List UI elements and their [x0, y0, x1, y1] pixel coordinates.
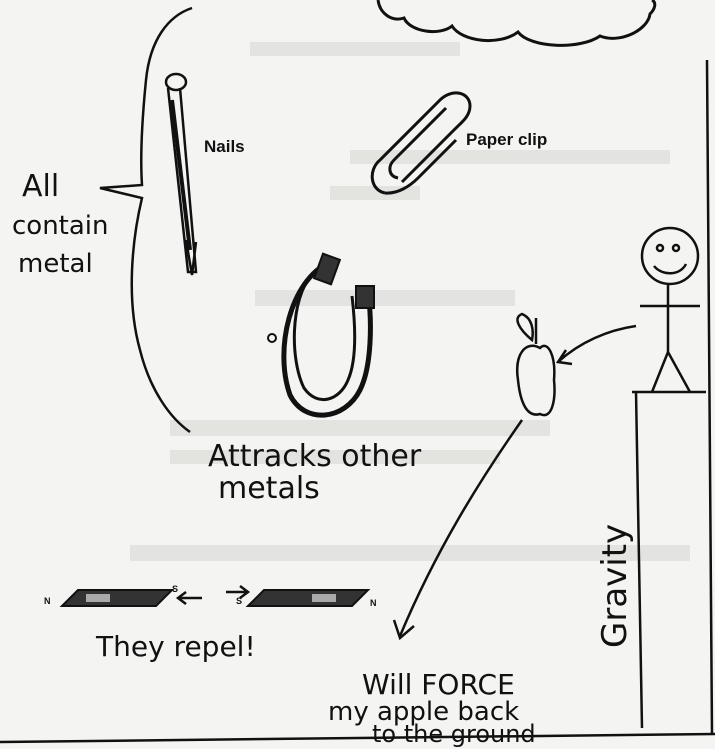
grouping-bubble — [100, 8, 192, 432]
bar-magnet-left — [62, 590, 172, 606]
attracts-line1: Attracks other — [208, 439, 422, 474]
repel-arrow-left — [178, 592, 202, 604]
metal-label: metal — [18, 249, 93, 279]
nails-label: Nails — [204, 137, 245, 156]
paper-clip-drawing — [372, 93, 470, 193]
all-label: All — [22, 169, 59, 204]
magnet-left-n-label: N — [44, 596, 51, 606]
repel-label: They repel! — [95, 630, 256, 663]
nail-drawing — [166, 74, 196, 275]
bleed-through-text — [130, 42, 690, 561]
cloud-outline — [378, 0, 655, 45]
contain-label: contain — [12, 211, 109, 241]
stick-figure — [640, 228, 700, 392]
magnet-left-s-label: S — [172, 584, 178, 594]
paper-clip-label: Paper clip — [466, 130, 547, 149]
page-bottom-edge — [0, 734, 715, 742]
page-right-edge — [707, 60, 712, 735]
attracts-line2: metals — [218, 471, 320, 506]
bar-magnet-right — [248, 590, 368, 606]
magnet-right-s-label: S — [236, 596, 242, 606]
horseshoe-magnet-drawing — [268, 254, 374, 415]
magnet-right-n-label: N — [370, 598, 377, 608]
force-line3: to the ground — [372, 720, 536, 748]
arrow-to-apple — [558, 326, 636, 364]
gravity-label: Gravity — [595, 524, 635, 648]
apple-drawing — [517, 314, 554, 415]
